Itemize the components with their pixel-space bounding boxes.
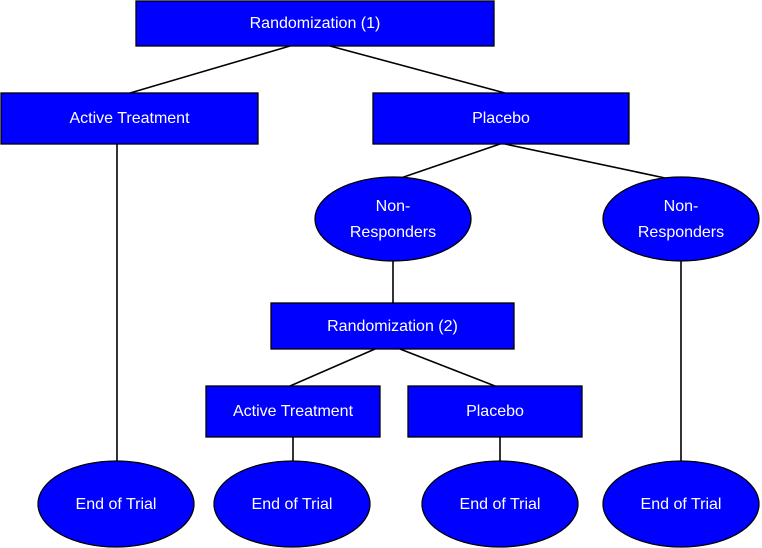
non-responders-right-label-line2: Responders <box>638 224 724 241</box>
end-of-trial-1-ellipse: End of Trial <box>37 460 195 548</box>
non-responders-left-ellipse: Non- Responders <box>314 176 472 262</box>
non-responders-left-label-line1: Non- <box>376 198 411 215</box>
non-responders-left-label-line2: Responders <box>350 224 436 241</box>
active-treatment-label: Active Treatment <box>69 110 190 127</box>
end-of-trial-3-label: End of Trial <box>460 496 541 513</box>
connectors <box>116 45 682 462</box>
edge-placebo1-nonresponders-left <box>394 143 501 181</box>
active-treatment-box: Active Treatment <box>0 92 259 145</box>
end-of-trial-1-label: End of Trial <box>76 496 157 513</box>
edge-placebo1-nonresponders-right <box>504 143 666 179</box>
placebo-2-box: Placebo <box>407 385 583 438</box>
randomization-2-label: Randomization (2) <box>327 318 458 335</box>
end-of-trial-3-ellipse: End of Trial <box>421 460 579 548</box>
edge-randomization1-placebo <box>329 45 506 94</box>
end-of-trial-4-label: End of Trial <box>641 496 722 513</box>
randomization-1-box: Randomization (1) <box>135 0 495 47</box>
non-responders-right-label-line1: Non- <box>664 198 699 215</box>
placebo-2-label: Placebo <box>466 403 524 420</box>
active-treatment-2-label: Active Treatment <box>233 403 354 420</box>
placebo-box: Placebo <box>372 92 630 145</box>
placebo-label: Placebo <box>472 110 530 127</box>
active-treatment-2-box: Active Treatment <box>205 385 381 438</box>
end-of-trial-2-ellipse: End of Trial <box>213 460 371 548</box>
non-responders-right-ellipse: Non- Responders <box>602 176 760 262</box>
edge-randomization2-active2 <box>289 348 376 387</box>
edge-randomization1-active <box>129 45 291 94</box>
edge-randomization2-placebo2 <box>399 348 496 387</box>
randomization-1-label: Randomization (1) <box>250 15 381 32</box>
end-of-trial-4-ellipse: End of Trial <box>602 460 760 548</box>
end-of-trial-2-label: End of Trial <box>252 496 333 513</box>
randomization-2-box: Randomization (2) <box>270 302 515 350</box>
